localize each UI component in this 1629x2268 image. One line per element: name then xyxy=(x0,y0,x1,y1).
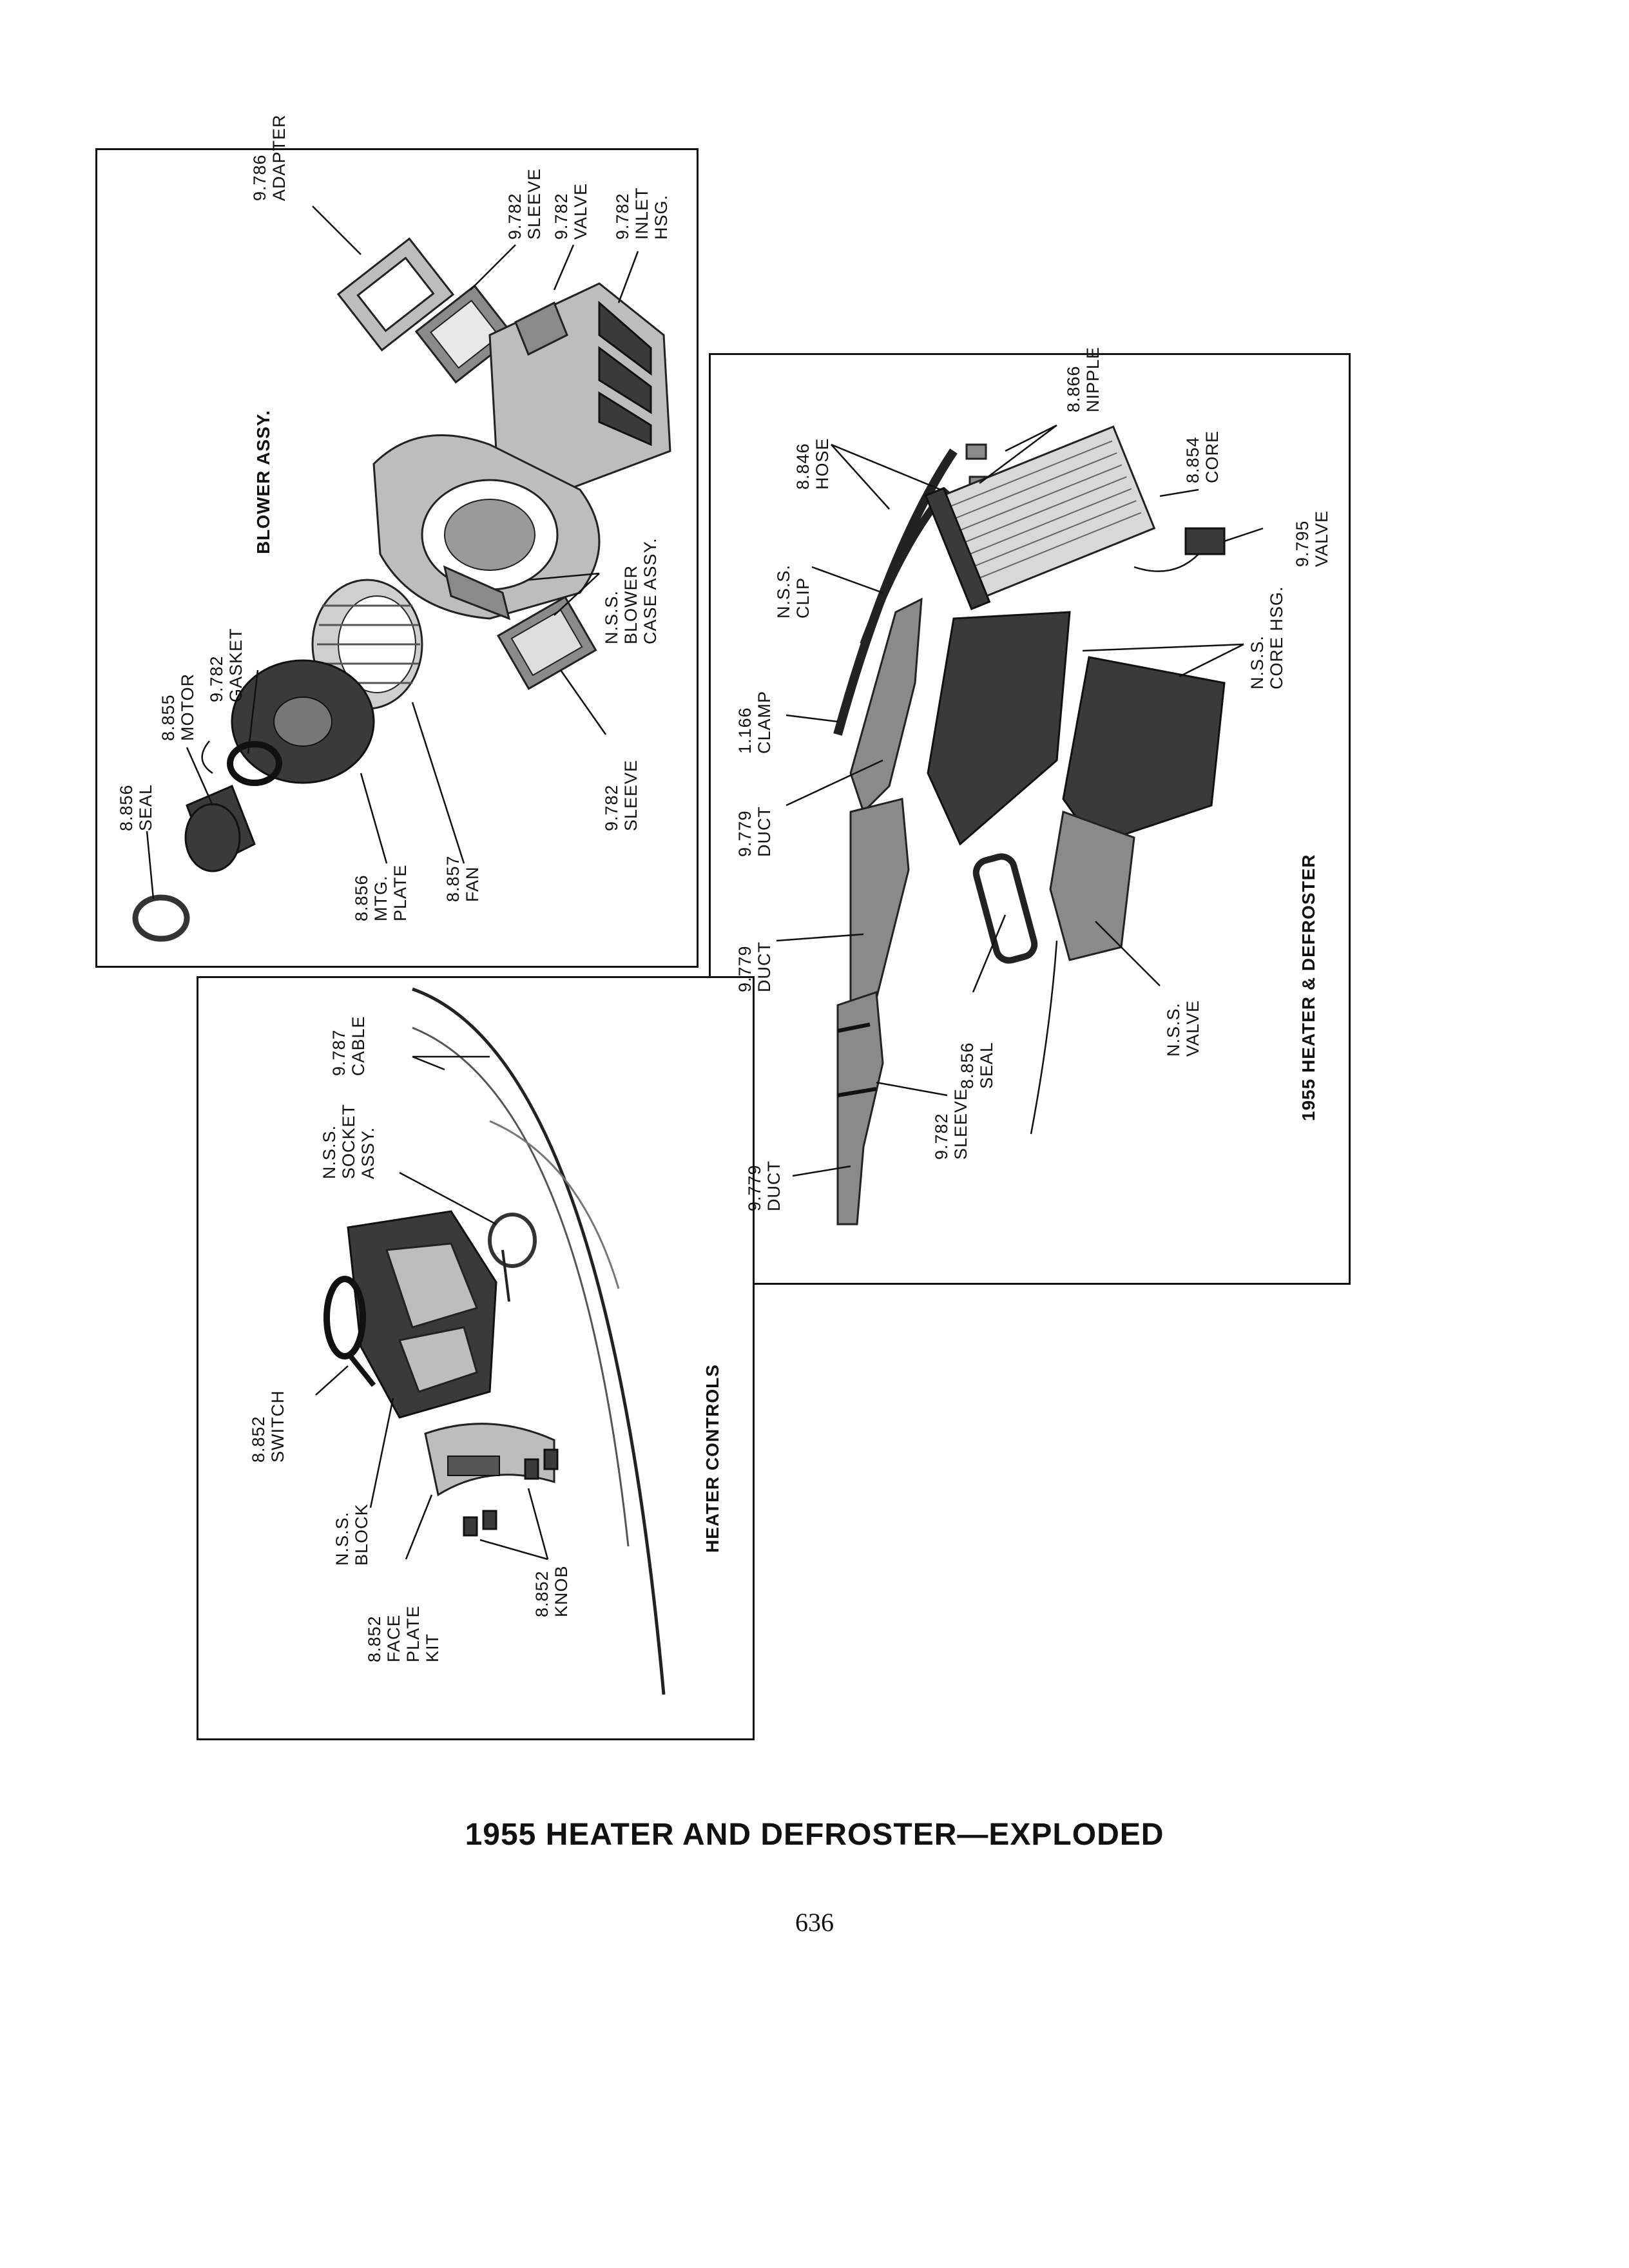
switch-label: 8.852 SWITCH xyxy=(249,1390,287,1463)
seal-label: 8.856 SEAL xyxy=(117,779,155,831)
duct-2-label: 9.779 DUCT xyxy=(735,940,774,992)
heater-labels: 1955 HEATER & DEFROSTER 8.866 NIPPLE 8.8… xyxy=(735,347,1331,1211)
socket-drawing xyxy=(488,1213,537,1302)
control-cable-drawing xyxy=(412,987,666,1695)
control-body-drawing xyxy=(347,1210,497,1419)
heater-core-drawing xyxy=(924,425,1156,611)
cable-label: 9.787 CABLE xyxy=(329,1015,368,1076)
clip-label: N.S.S. CLIP xyxy=(774,559,813,619)
controls-labels: HEATER CONTROLS 9.787 CABLE N.S.S. SOCKE… xyxy=(249,1015,722,1662)
motor-label: 8.855 MOTOR xyxy=(159,673,197,741)
gasket-label: 9.782 GASKET xyxy=(207,628,246,702)
heater-controls-title: HEATER CONTROLS xyxy=(702,1364,722,1553)
bottom-sleeve-label: 9.782 SLEEVE xyxy=(602,760,641,831)
blower-drawings xyxy=(132,206,671,942)
blower-case-label: N.S.S. BLOWER CASE ASSY. xyxy=(602,537,660,644)
controls-drawings xyxy=(315,987,666,1695)
heater-drawings xyxy=(776,424,1264,1225)
block-label: N.S.S. BLOCK xyxy=(333,1503,371,1566)
heater-seal-label: 8.856 SEAL xyxy=(958,1037,996,1089)
gasket-drawing xyxy=(227,741,282,786)
hose-label: 8.846 HOSE xyxy=(793,437,832,490)
heater-sleeve-label: 9.782 SLEEVE xyxy=(932,1088,970,1160)
duct-1-label: 9.779 DUCT xyxy=(735,805,774,857)
inlet-housing-drawing xyxy=(488,282,671,491)
blower-assy-title: BLOWER ASSY. xyxy=(253,410,273,554)
socket-label: N.S.S. SOCKET ASSY. xyxy=(320,1099,378,1179)
top-sleeve-label: 9.782 SLEEVE xyxy=(505,168,544,240)
adapter-label: 9.786 ADAPTER xyxy=(250,114,289,201)
top-sleeve-drawing xyxy=(414,284,516,384)
knob-label: 8.852 KNOB xyxy=(532,1565,571,1617)
water-valve-drawing xyxy=(1133,527,1226,572)
core-housing-label: N.S.S. CORE HSG. xyxy=(1248,586,1286,689)
switch-drawing xyxy=(323,1276,376,1387)
core-housing-drawing xyxy=(927,611,1226,961)
motor-drawing xyxy=(184,740,256,872)
face-plate-label: 8.852 FACE PLATE KIT xyxy=(365,1600,442,1662)
page-caption: 1955 HEATER AND DEFROSTER—EXPLODED xyxy=(465,1818,1164,1852)
blower-labels: BLOWER ASSY. 9.786 ADAPTER 9.782 SLEEVE … xyxy=(117,114,671,921)
mounting-plate-label: 8.856 MTG. PLATE xyxy=(352,864,410,921)
nipple-label: 8.866 NIPPLE xyxy=(1064,347,1103,412)
heater-defroster-title: 1955 HEATER & DEFROSTER xyxy=(1298,854,1318,1121)
page-number: 636 xyxy=(795,1908,834,1937)
nss-valve-label: N.S.S. VALVE xyxy=(1164,997,1202,1057)
seal-drawing xyxy=(132,894,190,942)
duct-3-label: 9.779 DUCT xyxy=(745,1159,784,1211)
core-label: 8.854 CORE xyxy=(1183,430,1222,483)
fan-label: 8.857 FAN xyxy=(443,850,482,902)
water-valve-label: 9.795 VALVE xyxy=(1293,510,1331,567)
adapter-drawing xyxy=(336,237,455,352)
mounting-plate-drawing xyxy=(231,659,375,784)
heater-seal-drawing xyxy=(972,853,1038,964)
bottom-sleeve-drawing xyxy=(496,595,597,691)
clamp-label: 1.166 CLAMP xyxy=(735,691,774,754)
nipple-drawing xyxy=(965,443,987,460)
inlet-housing-label: 9.782 INLET HSG. xyxy=(613,182,671,240)
valve-label: 9.782 VALVE xyxy=(552,183,590,240)
blower-case-drawing xyxy=(372,434,601,620)
knob-drawing xyxy=(463,1448,559,1537)
